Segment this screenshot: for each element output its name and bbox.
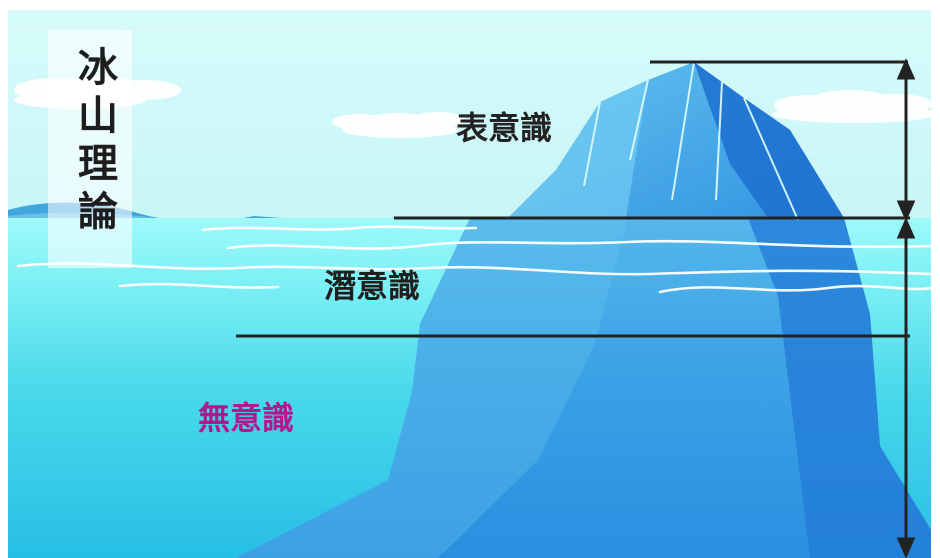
iceberg-peak-shadow [694,62,844,218]
cloud-icon [772,90,931,123]
water-wave-lines [16,225,931,294]
label-unconscious: 無意識 [198,399,295,437]
double-arrow-icon [896,58,916,222]
iceberg-scene: 冰山理論 表意識 潛意識 無意識 [8,10,931,558]
measurement-lines [236,58,916,558]
title-panel [48,30,132,268]
iceberg-facets [583,61,799,221]
label-conscious: 表意識 [456,109,553,147]
iceberg-submerged-body [236,218,931,558]
cloud-icon [332,112,466,138]
double-arrow-icon [896,217,916,558]
label-subconscious: 潛意識 [324,267,421,305]
iceberg-peak-highlight [508,80,648,218]
diagram-title: 冰山理論 [71,46,117,238]
iceberg-submerged-highlight [236,218,628,558]
iceberg-illustration [8,10,931,558]
iceberg-submerged-shadow [748,218,931,558]
